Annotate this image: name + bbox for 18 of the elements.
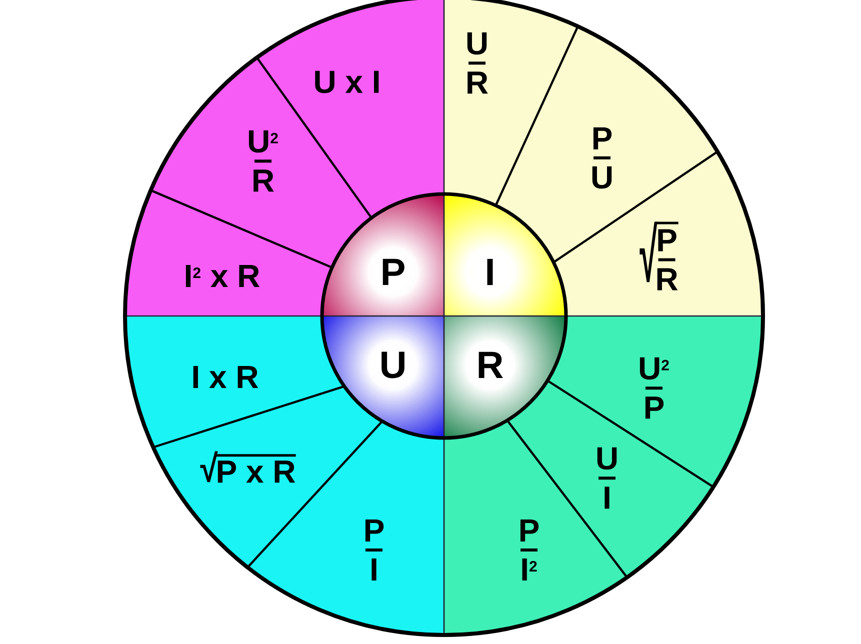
node-label: U — [467, 32, 487, 55]
node-label: P — [658, 229, 676, 252]
node-label: P — [645, 396, 664, 419]
node-label: P — [365, 519, 384, 542]
node-label: √ — [200, 451, 218, 482]
node-label: I x R — [193, 366, 258, 388]
node-label: I$^{2}$ — [522, 558, 537, 580]
node-label: P — [593, 127, 612, 150]
formula-sector: I x R — [125, 316, 344, 448]
node-label: U — [597, 447, 617, 470]
node-label: U — [592, 166, 612, 189]
formula-sector: U R — [444, 0, 578, 206]
node-label: P — [520, 519, 539, 542]
node-label: R — [468, 72, 488, 94]
node-label: U$^{2}$ — [640, 357, 669, 380]
node-label: R — [254, 170, 274, 192]
node-label: I — [604, 486, 610, 509]
node-label: R — [657, 268, 678, 290]
